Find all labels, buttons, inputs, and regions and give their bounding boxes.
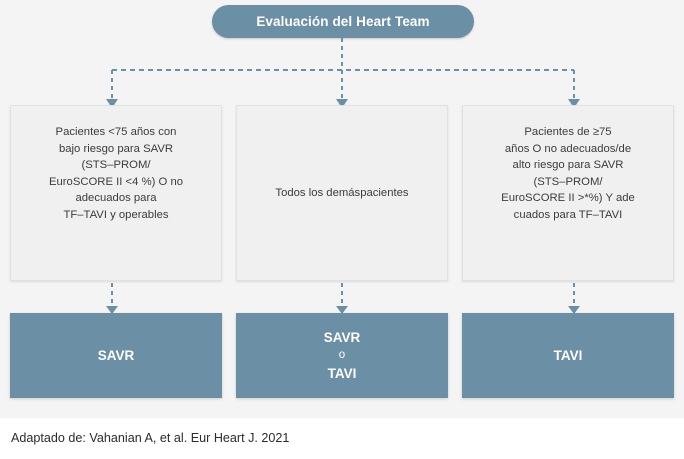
outcome-label: TAVI xyxy=(327,366,357,381)
outcome-conjunction: o xyxy=(338,349,346,361)
outcome-box-tavi: TAVI xyxy=(462,313,674,398)
outcome-box-savr-or-tavi: SAVR o TAVI xyxy=(236,313,448,398)
source-citation: Adaptado de: Vahanian A, et al. Eur Hear… xyxy=(11,431,290,446)
heart-team-title-pill: Evaluación del Heart Team xyxy=(212,5,474,38)
criteria-text: Todos los demáspacientes xyxy=(275,186,409,199)
outcome-label: SAVR xyxy=(97,348,135,363)
page-title: Evaluación del Heart Team xyxy=(256,13,430,29)
criteria-box-all-others: Todos los demáspacientes xyxy=(236,105,448,281)
outcome-label: TAVI xyxy=(553,348,583,363)
footer: Adaptado de: Vahanian A, et al. Eur Hear… xyxy=(0,418,684,459)
criteria-box-high-risk: Pacientes de ≥75 años O no adecuados/de … xyxy=(462,105,674,281)
diagram-area: Evaluación del Heart Team xyxy=(0,0,684,418)
criteria-box-low-risk: Pacientes <75 años con bajo riesgo para … xyxy=(10,105,222,281)
outcome-label: SAVR xyxy=(323,330,361,345)
outcome-box-savr: SAVR xyxy=(10,313,222,398)
criteria-text: Pacientes de ≥75 años O no adecuados/de … xyxy=(501,126,635,221)
criteria-text: Pacientes <75 años con bajo riesgo para … xyxy=(48,126,184,221)
